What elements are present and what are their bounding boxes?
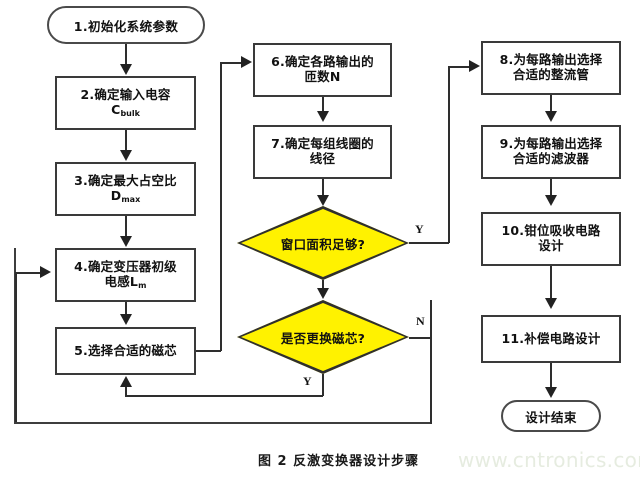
arrow-loop-to-step4	[40, 266, 51, 278]
edge-step3-step4	[125, 216, 127, 238]
arrow-step8-step9	[545, 111, 557, 122]
edge-step11-end	[550, 363, 552, 393]
node-step6-text: 6.确定各路输出的 匝数N	[257, 54, 388, 85]
node-step8-line1: 8.为每路输出选择	[499, 52, 603, 68]
edge-step5-step6-h2	[220, 62, 244, 64]
frame-right-edge	[430, 300, 432, 424]
node-step10-line1: 10.钳位吸收电路	[501, 223, 601, 239]
edge-d1-yes-v	[448, 66, 450, 243]
node-end-label: 设计结束	[525, 409, 577, 425]
edge-step10-step11	[550, 266, 552, 304]
node-step8-line2: 合适的整流管	[512, 67, 590, 82]
node-step2[interactable]: 2.确定输入电容 Cbulk	[55, 76, 196, 130]
node-step5[interactable]: 5.选择合适的磁芯	[55, 327, 196, 375]
arrow-step9-step10	[545, 195, 557, 206]
branch-label-d2-no: N	[416, 314, 425, 328]
node-step2-line1: 2.确定输入电容	[80, 86, 171, 102]
arrow-start-step2	[120, 64, 132, 75]
node-step4-line2: 电感Lm	[104, 273, 147, 290]
node-step4[interactable]: 4.确定变压器初级 电感Lm	[55, 248, 196, 302]
branch-label-d1-yes: Y	[415, 222, 424, 236]
edge-step5-step6-h1	[196, 350, 221, 352]
site-watermark: www.cntronics.com	[458, 448, 640, 472]
node-step10-text: 10.钳位吸收电路 设计	[485, 223, 617, 254]
node-step3-line1: 3.确定最大占空比	[74, 172, 177, 188]
edge-decision1-decision2	[322, 280, 324, 292]
node-step7-text: 7.确定每组线圈的 线径	[257, 136, 388, 167]
node-step7-line1: 7.确定每组线圈的	[271, 136, 374, 152]
edge-d2-yes-v1	[322, 374, 324, 396]
node-step5-label: 5.选择合适的磁芯	[74, 342, 177, 358]
edge-d1-yes-h2	[448, 66, 472, 68]
edge-step9-step10	[550, 179, 552, 201]
node-decision2-label: 是否更换磁芯?	[280, 330, 366, 346]
arrow-d1-yes-step8	[469, 60, 480, 72]
node-step4-text: 4.确定变压器初级 电感Lm	[59, 258, 192, 290]
node-step10-line2: 设计	[538, 238, 564, 253]
node-step6-line1: 6.确定各路输出的	[271, 54, 374, 70]
arrow-decision1-decision2	[317, 288, 329, 299]
edge-outer-loop-left	[15, 272, 17, 422]
node-step2-text: 2.确定输入电容 Cbulk	[59, 86, 192, 118]
node-step6-line2: 匝数N	[304, 69, 341, 84]
node-start[interactable]: 1.初始化系统参数	[47, 6, 205, 44]
node-end[interactable]: 设计结束	[501, 400, 601, 432]
edge-step6-step7	[322, 97, 324, 115]
edge-d2-no-h	[409, 337, 431, 339]
arrow-d2-yes-step5	[120, 376, 132, 387]
node-start-label: 1.初始化系统参数	[73, 18, 179, 34]
edge-step8-step9	[550, 95, 552, 115]
node-step7-line2: 线径	[309, 151, 336, 166]
arrow-step2-step3	[120, 150, 132, 161]
edge-d2-yes-h	[125, 395, 323, 397]
arrow-step10-step11	[545, 298, 557, 309]
node-step3-text: 3.确定最大占空比 Dmax	[59, 172, 192, 204]
arrow-step11-end	[545, 387, 557, 398]
edge-step4-step5	[125, 302, 127, 318]
edge-start-step2	[125, 44, 127, 66]
node-step6[interactable]: 6.确定各路输出的 匝数N	[253, 43, 392, 97]
arrow-step5-step6	[241, 56, 252, 68]
node-step9-line2: 合适的滤波器	[512, 151, 590, 166]
node-step2-line2: Cbulk	[111, 101, 140, 118]
node-step8-text: 8.为每路输出选择 合适的整流管	[485, 52, 617, 83]
node-step11-label: 11.补偿电路设计	[501, 330, 601, 346]
figure-caption: 图 2 反激变换器设计步骤	[258, 454, 420, 469]
edge-d1-yes-h1	[409, 242, 449, 244]
edge-d2-yes-v2	[125, 386, 127, 396]
node-step9[interactable]: 9.为每路输出选择 合适的滤波器	[481, 125, 621, 179]
arrow-step3-step4	[120, 236, 132, 247]
edge-loop-to-step4-h	[16, 272, 40, 274]
node-step10[interactable]: 10.钳位吸收电路 设计	[481, 212, 621, 266]
node-step11[interactable]: 11.补偿电路设计	[481, 315, 621, 363]
node-decision2[interactable]: 是否更换磁芯?	[237, 300, 409, 374]
node-step7[interactable]: 7.确定每组线圈的 线径	[253, 125, 392, 179]
node-step9-line1: 9.为每路输出选择	[499, 136, 603, 152]
node-step4-line1: 4.确定变压器初级	[74, 258, 177, 274]
edge-step5-step6-v	[220, 62, 222, 351]
arrow-step4-step5	[120, 314, 132, 325]
node-step8[interactable]: 8.为每路输出选择 合适的整流管	[481, 41, 621, 95]
arrow-step7-decision1	[317, 195, 329, 206]
arrow-step6-step7	[317, 111, 329, 122]
node-decision1-label: 窗口面积足够?	[280, 236, 366, 252]
node-step9-text: 9.为每路输出选择 合适的滤波器	[485, 136, 617, 167]
edge-step7-decision1	[322, 179, 324, 197]
node-step3-line2: Dmax	[110, 187, 141, 204]
branch-label-d2-yes: Y	[303, 374, 312, 388]
edge-step2-step3	[125, 130, 127, 152]
node-step3[interactable]: 3.确定最大占空比 Dmax	[55, 162, 196, 216]
node-decision1[interactable]: 窗口面积足够?	[237, 206, 409, 280]
